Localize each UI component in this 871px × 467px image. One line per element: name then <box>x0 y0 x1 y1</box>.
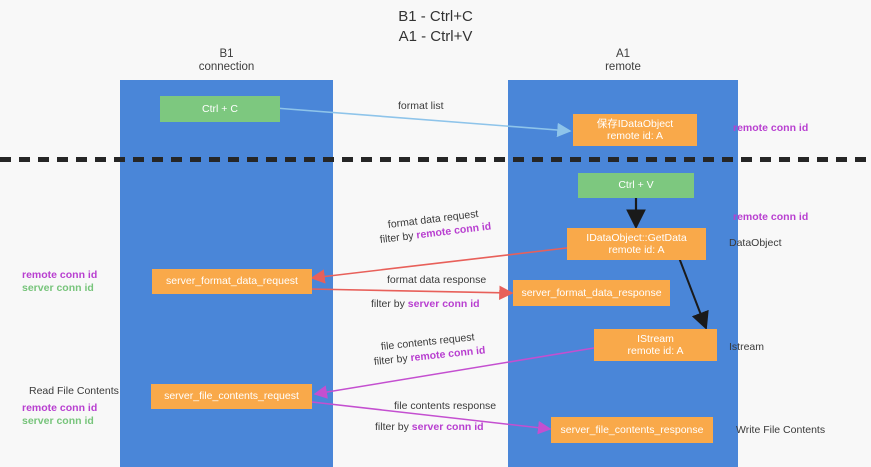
box-save-idataobject[interactable]: 保存IDataObject remote id: A <box>573 114 697 146</box>
box-idataobject-getdata[interactable]: IDataObject::GetData remote id: A <box>567 228 706 260</box>
box-ctrl-c[interactable]: Ctrl + C <box>160 96 280 122</box>
filter-prefix: filter by <box>379 229 418 246</box>
separator-dashed-line <box>0 157 871 162</box>
arrow-format-data-response <box>309 285 514 300</box>
filter-key-server-conn-id: server conn id <box>407 298 480 310</box>
label-format-data-response-filter: filter by server conn id <box>371 298 480 311</box>
note-write-file-contents: Write File Contents <box>736 424 826 436</box>
note-left-server-conn-id-2: server conn id <box>22 415 94 427</box>
filter-key-server-conn-id: server conn id <box>411 421 484 433</box>
note-dataobject: DataObject <box>729 237 782 249</box>
note-left-remote-conn-id-2: remote conn id <box>22 402 98 414</box>
note-left-remote-conn-id: remote conn id <box>22 269 98 281</box>
filter-prefix: filter by <box>375 421 412 433</box>
filter-prefix: filter by <box>373 352 412 368</box>
label-file-contents-response-filter: filter by server conn id <box>375 421 484 434</box>
box-server-format-data-request[interactable]: server_format_data_request <box>152 269 312 294</box>
diagram-title: B1 - Ctrl+C A1 - Ctrl+V <box>398 8 473 45</box>
note-left-server-conn-id: server conn id <box>22 282 94 294</box>
label-file-contents-response: file contents response <box>394 400 497 412</box>
note-read-file-contents: Read File Contents <box>29 385 119 397</box>
label-format-list: format list <box>398 100 444 112</box>
label-format-data-response: format data response <box>387 274 487 286</box>
box-server-file-contents-response[interactable]: server_file_contents_response <box>551 417 713 443</box>
column-header-a1: A1 remote <box>605 48 641 73</box>
note-istream: Istream <box>729 341 765 353</box>
note-right-remote-conn-id-top: remote conn id <box>733 122 809 134</box>
note-right-remote-conn-id-mid: remote conn id <box>733 211 809 223</box>
box-ctrl-v[interactable]: Ctrl + V <box>578 173 694 198</box>
box-server-file-contents-request[interactable]: server_file_contents_request <box>151 384 312 409</box>
box-server-format-data-response[interactable]: server_format_data_response <box>513 280 670 306</box>
box-istream[interactable]: IStream remote id: A <box>594 329 717 361</box>
column-header-b1: B1 connection <box>198 48 255 73</box>
filter-prefix: filter by <box>371 298 408 310</box>
